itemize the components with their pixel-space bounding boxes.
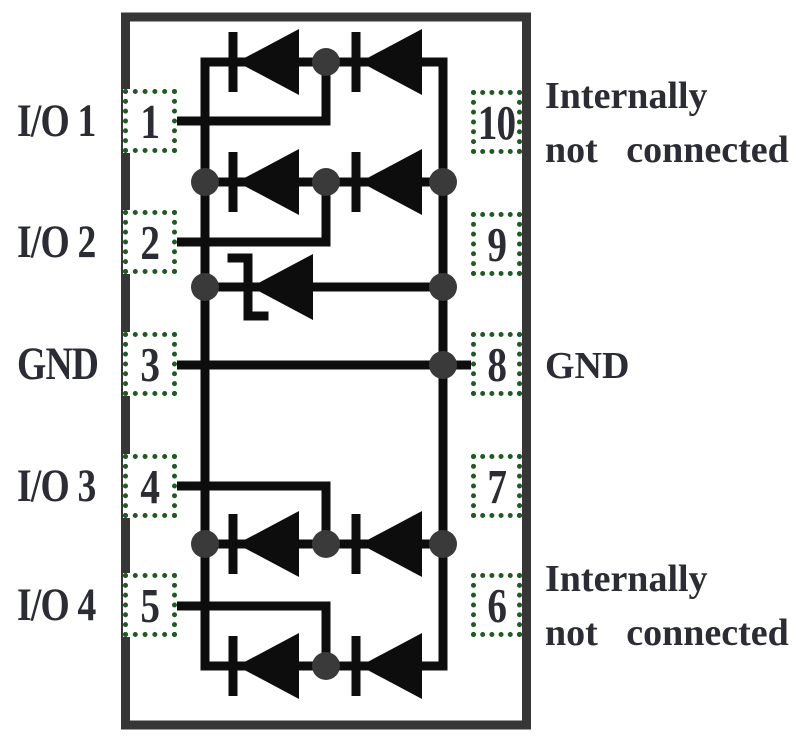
not-connected-note-top-line2: not connected (545, 129, 789, 171)
pin3-box: 3 (123, 332, 177, 396)
junction-dot (429, 273, 457, 301)
junction-dot (312, 168, 340, 196)
junction-dot (191, 168, 219, 196)
pin8-function-label: GND (545, 345, 630, 387)
pin5-box: 5 (123, 573, 177, 637)
junction-dot (191, 530, 219, 558)
junction-dot (429, 530, 457, 558)
diode-row3-right-icon (351, 511, 422, 577)
pin9-box: 9 (471, 212, 522, 276)
pin2-box: 2 (123, 210, 177, 274)
pin8-box: 8 (471, 332, 522, 396)
pin1-box: 1 (123, 89, 177, 153)
pin8-number: 8 (487, 336, 507, 392)
pin3-number: 3 (140, 336, 161, 392)
junction-dot (312, 48, 340, 76)
diode-row4-left-icon (228, 633, 299, 699)
junction-dot (312, 530, 340, 558)
pin5-function-label: I/O 4 (17, 579, 96, 631)
pin2-tap-wire (172, 177, 331, 247)
not-connected-note-bottom-line2: not connected (545, 612, 789, 654)
not-connected-note-bottom-line1: Internally (545, 558, 708, 600)
pin2-function-label: I/O 2 (17, 216, 96, 268)
pin9-number: 9 (487, 216, 507, 272)
junction-dot (429, 168, 457, 196)
junction-dot (429, 351, 457, 379)
diode-row3-left-icon (228, 511, 299, 577)
pin4-tap-wire (172, 481, 331, 549)
pin7-box: 7 (471, 454, 522, 518)
pin2-number: 2 (140, 214, 161, 270)
zener-diode-icon (227, 253, 313, 321)
diode-row4-right-icon (351, 633, 422, 699)
pin1-number: 1 (140, 93, 161, 149)
pin6-number: 6 (487, 577, 507, 633)
pin3-function-label: GND (17, 338, 99, 390)
pin10-box: 10 (471, 90, 522, 154)
pin5-tap-wire (172, 601, 331, 671)
pin4-function-label: I/O 3 (17, 460, 96, 512)
diode-row1-left-icon (228, 29, 299, 95)
pin10-number: 10 (477, 94, 516, 150)
junction-dot (312, 652, 340, 680)
junction-dots (191, 48, 457, 680)
not-connected-note-top: Internally not connected (545, 69, 789, 177)
pin5-number: 5 (140, 577, 161, 633)
pin1-function-label: I/O 1 (17, 95, 96, 147)
pin7-number: 7 (487, 458, 507, 514)
diode-row1-right-icon (351, 29, 422, 95)
pin6-box: 6 (471, 573, 522, 637)
wires (172, 57, 478, 671)
pin1-tap-wire (172, 57, 331, 126)
pin4-number: 4 (140, 458, 161, 514)
junction-dot (191, 273, 219, 301)
not-connected-note-bottom: Internally not connected (545, 552, 789, 660)
diode-row2-right-icon (351, 149, 422, 215)
not-connected-note-top-line1: Internally (545, 75, 708, 117)
pin4-box: 4 (123, 454, 177, 518)
diode-row2-left-icon (228, 149, 299, 215)
